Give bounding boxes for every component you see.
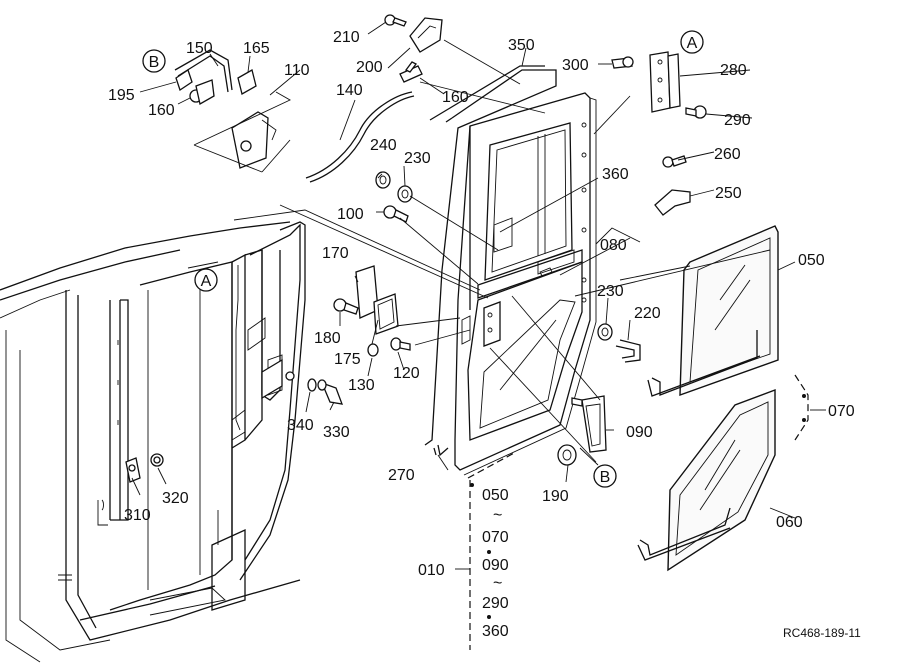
door-frame [424,65,597,476]
callout-150: 150 [186,40,213,57]
range-end-070: 070 [482,529,509,546]
cab-frame [0,221,306,663]
callout-175: 175 [334,351,361,368]
range-290: 290 [482,595,509,612]
bolt-100 [383,205,409,223]
handle-250 [654,189,691,216]
callout-340: 340 [287,417,314,434]
nut-130 [367,343,379,357]
range-start-050: 050 [482,487,509,504]
ref-b-bottom-label: B [600,469,611,486]
callout-270: 270 [388,467,415,484]
callout-090: 090 [626,424,653,441]
glass-050 [679,225,779,397]
callout-120: 120 [393,365,420,382]
ref-b-left: B [142,49,166,73]
callout-190: 190 [542,488,569,505]
callout-230-top: 230 [404,150,431,167]
callout-300: 300 [562,57,589,74]
ref-a-top-label: A [687,35,698,52]
callout-280: 280 [720,62,747,79]
callout-080: 080 [600,237,627,254]
nut-160-left [189,79,215,106]
handle-090 [571,395,607,453]
range-360: 360 [482,623,509,640]
callout-195: 195 [108,87,135,104]
ref-a-top: A [680,30,704,54]
leader-lines [131,21,826,650]
callout-060: 060 [776,514,803,531]
lock-110 [231,111,277,169]
range-tilde-1: ~ [493,507,502,524]
range-dot-2 [487,615,491,619]
callout-200: 200 [356,59,383,76]
gasket-175 [373,293,399,335]
callout-360: 360 [602,166,629,183]
callout-220: 220 [634,305,661,322]
ref-b-left-label: B [149,54,160,71]
callout-320: 320 [162,490,189,507]
callout-260: 260 [714,146,741,163]
callout-160-top: 160 [442,89,469,106]
ref-a-cab-label: A [201,273,212,290]
ref-a-cab: A [194,268,218,292]
bolt-260 [662,155,687,168]
hinge-280 [649,51,681,113]
callout-050: 050 [798,252,825,269]
callout-110: 110 [284,62,310,79]
bolt-180 [333,298,359,315]
bolt-290 [685,105,707,119]
hook-220 [615,339,641,363]
cab-bracket-310 [125,457,141,483]
callout-350: 350 [508,37,535,54]
handle-200 [409,17,443,53]
rod-270 [433,444,449,457]
range-dot-1 [487,550,491,554]
guide-240 [375,171,391,189]
callout-250: 250 [715,185,742,202]
callout-290: 290 [724,112,751,129]
callout-180: 180 [314,330,341,347]
catch-165 [237,69,257,95]
callout-310: 310 [124,507,151,524]
callout-140: 140 [336,82,363,99]
callout-010: 010 [418,562,445,579]
nut-230-right [597,323,613,341]
callout-070: 070 [828,403,855,420]
glass-060 [637,388,776,572]
range-tilde-2: ~ [493,575,502,592]
bumper-330 [317,379,344,405]
callout-170: 170 [322,245,349,262]
catch-160-top [399,61,423,83]
nut-230-top [397,185,413,203]
callout-210: 210 [333,29,360,46]
callout-160-left: 160 [148,102,175,119]
clip-195 [175,68,193,92]
bolt-210 [384,14,407,27]
bracket-150 [174,49,233,93]
callout-240: 240 [370,137,397,154]
ref-b-bottom: B [593,464,617,488]
callout-330: 330 [323,424,350,441]
callout-165: 165 [243,40,270,57]
washer-340 [307,378,317,392]
cab-bolt-320 [150,453,164,467]
range-090: 090 [482,557,509,574]
callout-130: 130 [348,377,375,394]
seal-070 [647,330,761,397]
callout-230-right: 230 [597,283,624,300]
callout-100: 100 [337,206,364,223]
knob-190 [557,444,577,466]
bolt-300 [611,56,634,69]
link-rod-140 [305,91,415,183]
cab-striker-340 [261,358,295,400]
figure-code: RC468-189-11 [783,626,861,640]
assembly-range: 050 ~ 070 090 ~ 290 360 [482,487,509,640]
screw-120 [390,337,411,351]
callout-labels: 210 200 350 300 280 290 260 250 360 080 … [108,29,855,579]
